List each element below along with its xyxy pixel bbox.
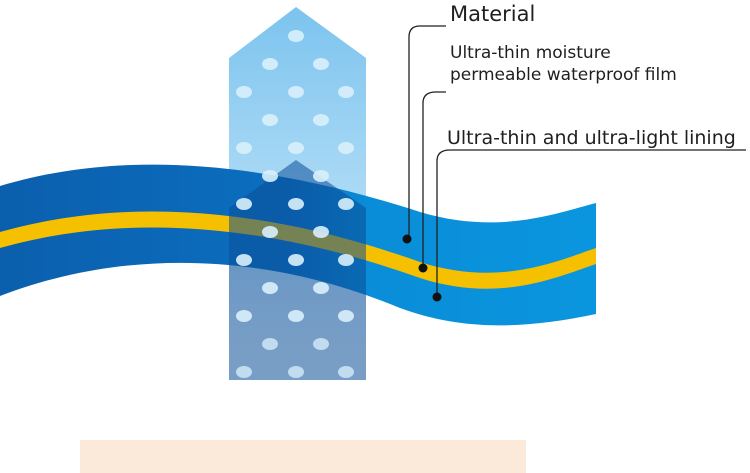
label-lining: Ultra-thin and ultra-light lining <box>447 127 736 149</box>
marker-dot-lining <box>433 293 442 302</box>
droplet <box>288 86 304 98</box>
droplet <box>288 366 304 378</box>
droplet <box>338 198 354 210</box>
marker-dot-material <box>403 235 412 244</box>
droplet <box>236 86 252 98</box>
droplet <box>288 310 304 322</box>
droplet <box>313 170 329 182</box>
droplet <box>288 142 304 154</box>
droplet <box>313 58 329 70</box>
label-membrane-film: Ultra-thin moisture permeable waterproof… <box>450 42 677 86</box>
droplet <box>338 366 354 378</box>
droplet <box>288 254 304 266</box>
skin-surface <box>80 440 526 473</box>
label-membrane-film-line1: Ultra-thin moisture <box>450 42 677 64</box>
droplet <box>313 338 329 350</box>
droplet <box>313 282 329 294</box>
droplet <box>236 310 252 322</box>
droplet <box>236 366 252 378</box>
label-membrane-film-line2: permeable waterproof film <box>450 64 677 86</box>
label-material: Material <box>450 2 535 26</box>
droplet <box>288 198 304 210</box>
marker-dot-film <box>419 264 428 273</box>
droplet <box>262 282 278 294</box>
leader-line-material <box>409 26 446 238</box>
droplet <box>338 254 354 266</box>
droplet <box>236 142 252 154</box>
droplet <box>313 114 329 126</box>
droplet <box>262 226 278 238</box>
droplet <box>262 338 278 350</box>
droplet <box>262 170 278 182</box>
droplet <box>262 58 278 70</box>
droplet <box>236 254 252 266</box>
droplet <box>338 310 354 322</box>
droplet <box>313 226 329 238</box>
droplet <box>288 30 304 42</box>
droplet <box>338 142 354 154</box>
droplet <box>338 86 354 98</box>
droplet <box>236 198 252 210</box>
droplet <box>262 114 278 126</box>
